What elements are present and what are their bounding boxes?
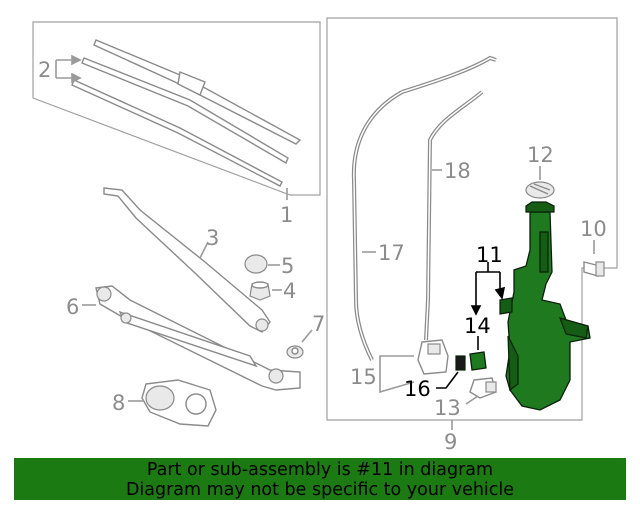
callout-12: 12 xyxy=(527,143,554,167)
part-info-banner: Part or sub-assembly is #11 in diagram D… xyxy=(14,458,626,500)
pivot-nut xyxy=(249,281,271,301)
mounting-bolt xyxy=(583,261,605,277)
callout-16-leader xyxy=(436,371,459,389)
callout-15: 15 xyxy=(350,365,377,389)
fluid-level-sensor xyxy=(469,351,487,371)
callout-5: 5 xyxy=(281,254,294,278)
washer-pump xyxy=(417,339,449,375)
washer-system-inset-box xyxy=(326,17,618,421)
grommet xyxy=(286,345,304,359)
callout-4: 4 xyxy=(283,279,296,303)
washer-hose-secondary xyxy=(424,90,484,341)
callout-7: 7 xyxy=(312,312,325,336)
wiper-motor xyxy=(141,379,217,427)
callout-3: 3 xyxy=(206,226,219,250)
wiper-arm xyxy=(103,187,271,333)
banner-line-part: Part or sub-assembly is #11 in diagram xyxy=(146,460,494,480)
callout-8: 8 xyxy=(112,391,125,415)
callout-11: 11 xyxy=(476,243,503,267)
callout-16: 16 xyxy=(404,377,431,401)
callout-13-leader xyxy=(465,395,479,405)
callout-14: 14 xyxy=(464,314,491,338)
pivot-cap xyxy=(244,254,268,274)
callout-13: 13 xyxy=(434,396,461,420)
callout-2: 2 xyxy=(38,58,51,82)
callout-10: 10 xyxy=(580,217,607,241)
banner-line-disclaimer: Diagram may not be specific to your vehi… xyxy=(125,480,515,500)
wiper-linkage xyxy=(95,285,301,391)
callout-9: 9 xyxy=(444,430,457,454)
pump-grommet xyxy=(455,355,466,371)
callout-11-leader xyxy=(470,262,506,316)
callout-3-leader xyxy=(199,241,209,259)
callout-15-leader xyxy=(379,355,415,394)
wiper-blade-refill xyxy=(71,57,289,187)
wiper-blade-assembly xyxy=(93,39,302,145)
reservoir-cap xyxy=(525,181,555,199)
callout-17: 17 xyxy=(378,241,405,265)
callout-18: 18 xyxy=(444,159,471,183)
level-sensor-connector xyxy=(469,377,497,399)
washer-fluid-reservoir xyxy=(499,201,591,411)
callout-2-leader xyxy=(55,54,82,84)
callout-7-leader xyxy=(301,329,313,343)
parts-diagram: 2 1 3 5 4 6 7 8 xyxy=(32,17,618,454)
callout-6: 6 xyxy=(66,295,79,319)
wiper-blade-inset-box xyxy=(32,21,321,196)
callout-1: 1 xyxy=(280,203,293,227)
